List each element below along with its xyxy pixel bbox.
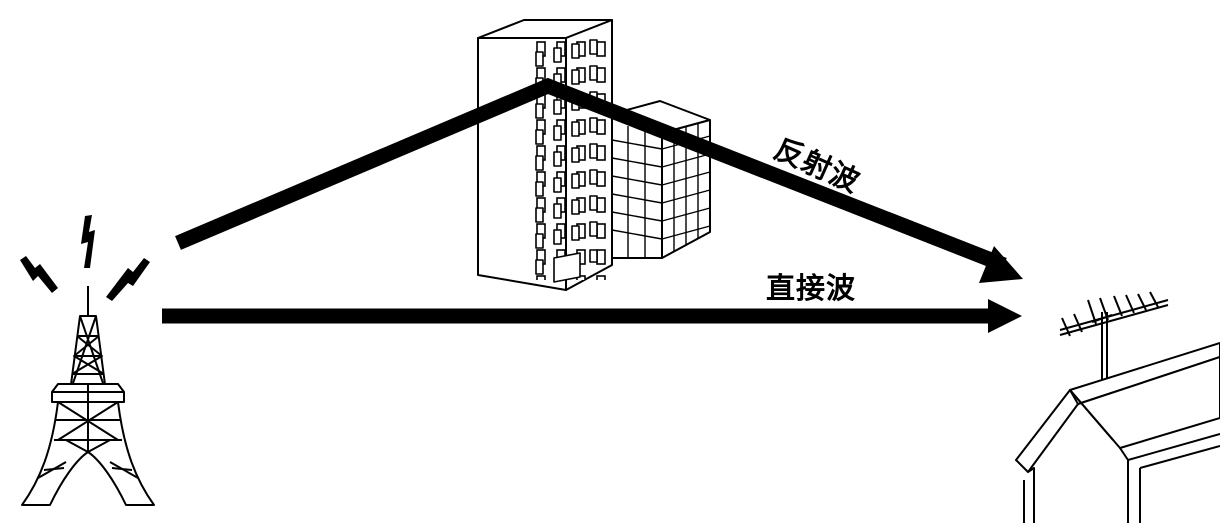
reflected-wave-arrow	[175, 77, 1023, 283]
tv-antenna-icon	[1059, 291, 1169, 382]
signal-bolts	[20, 215, 150, 301]
house-icon	[1015, 342, 1220, 523]
tall-building	[477, 19, 613, 291]
broadcast-tower-icon	[20, 215, 155, 506]
short-building	[611, 100, 711, 259]
direct-wave-label: 直接波	[766, 271, 857, 305]
direct-wave-arrow	[162, 299, 1022, 333]
short-building-grid	[611, 124, 711, 258]
